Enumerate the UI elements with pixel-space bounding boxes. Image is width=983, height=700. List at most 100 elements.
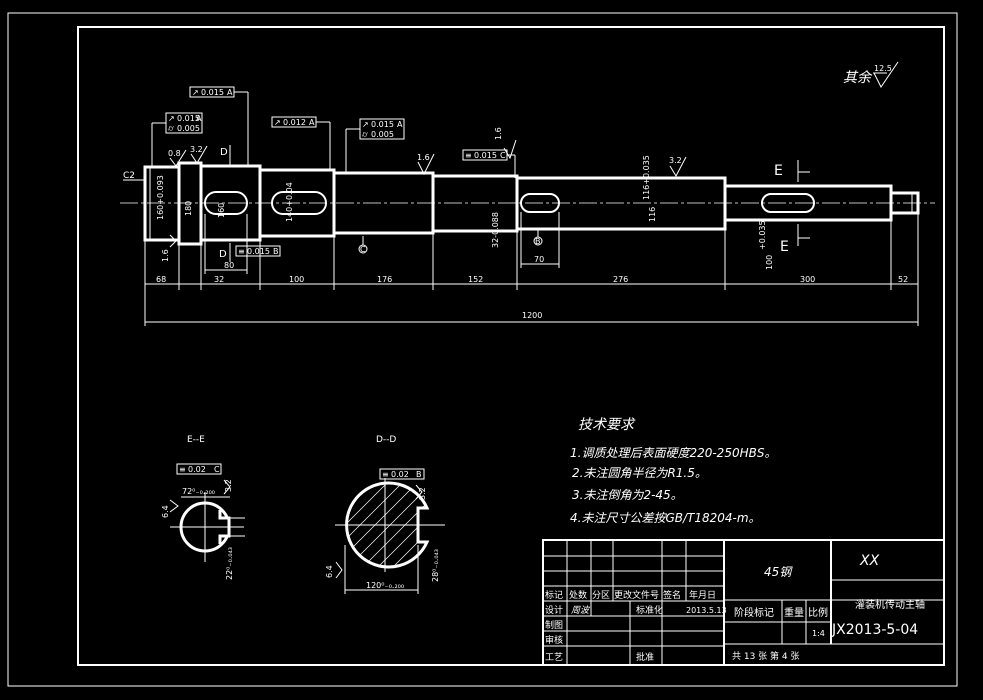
svg-text:300: 300 [800, 275, 815, 284]
svg-text:70: 70 [534, 255, 544, 264]
svg-text:32: 32 [214, 275, 224, 284]
section-d-bottom: D [219, 249, 227, 260]
svg-text:0.015: 0.015 [247, 247, 270, 256]
tb-scale-label: 比例 [808, 606, 828, 619]
svg-text:0.012: 0.012 [283, 118, 306, 127]
svg-text:A: A [309, 118, 315, 127]
tb-stage-label: 阶段标记 [734, 606, 774, 619]
tb-company: XX [859, 553, 880, 569]
svg-text:176: 176 [377, 275, 392, 284]
dd-title: D--D [376, 435, 396, 445]
svg-text:152: 152 [468, 275, 483, 284]
svg-text:80: 80 [224, 261, 234, 270]
tb-scale-value: 1:4 [812, 629, 825, 638]
ee-title: E--E [187, 435, 205, 445]
svg-text:0.015: 0.015 [201, 88, 224, 97]
svg-text:3.2: 3.2 [418, 487, 427, 500]
roughness-value: 12.5 [874, 64, 892, 73]
svg-text:52: 52 [898, 275, 908, 284]
svg-text:6.4: 6.4 [161, 505, 170, 518]
tb-weight-label: 重量 [784, 606, 804, 619]
tb-part-name: 灌装机传动主轴 [855, 598, 925, 611]
svg-text:68: 68 [156, 275, 166, 284]
tech-req-item-4: 4.未注尺寸公差按GB/T18204-m。 [570, 511, 761, 525]
svg-text:0.015: 0.015 [474, 151, 497, 160]
tech-req-item-1: 1.调质处理后表面硬度220-250HBS。 [570, 446, 776, 460]
section-e-top: E [774, 163, 783, 179]
section-d-top: D [220, 147, 228, 158]
title-block: 标记 处数 分区 更改文件号 签名 年月日 设计 周波 标准化 2013.5.1… [542, 539, 945, 666]
tb-drawing-no: JX2013-5-04 [831, 622, 918, 638]
shaft-main-view [120, 145, 935, 262]
svg-text:≡: ≡ [238, 247, 245, 256]
svg-text:1.6: 1.6 [494, 127, 503, 140]
svg-text:C: C [500, 151, 506, 160]
tech-req-title: 技术要求 [578, 417, 636, 433]
outer-border [7, 12, 958, 687]
tb-process-label: 工艺 [545, 652, 563, 663]
inner-border [77, 26, 945, 666]
lower-dimensions: 68 32 80 100 176 152 70 276 300 52 1200 [144, 212, 919, 326]
svg-text:B: B [273, 247, 279, 256]
svg-text:0.005: 0.005 [177, 124, 200, 133]
svg-text:32-0.088: 32-0.088 [491, 212, 500, 248]
svg-text:100: 100 [289, 275, 304, 284]
svg-text:100: 100 [765, 255, 774, 270]
svg-text:A: A [196, 114, 202, 123]
svg-text:A: A [397, 120, 403, 129]
chamfer-label: C2 [123, 171, 135, 181]
svg-text:3.2: 3.2 [190, 145, 203, 154]
tb-date: 2013.5.13 [686, 606, 727, 615]
tb-header-count: 处数 [569, 589, 587, 601]
svg-text:6.4: 6.4 [325, 565, 334, 578]
ee-width-dim: 72⁰₋₀.₂₀₀ [182, 487, 215, 496]
svg-text:276: 276 [613, 275, 628, 284]
svg-text:⌭: ⌭ [362, 130, 368, 139]
svg-text:140+0.04: 140+0.04 [285, 182, 294, 222]
datum-b: B [533, 228, 543, 246]
svg-text:C: C [214, 465, 220, 474]
svg-text:0.005: 0.005 [371, 130, 394, 139]
svg-text:≡: ≡ [465, 151, 472, 160]
svg-text:0.02: 0.02 [188, 465, 206, 474]
svg-text:0.02: 0.02 [391, 470, 409, 479]
svg-text:↗: ↗ [192, 88, 199, 97]
svg-text:↗: ↗ [274, 118, 281, 127]
ee-key-dim: 22⁰₋₀.₀₄₃ [225, 547, 234, 580]
svg-text:↗: ↗ [168, 114, 175, 123]
tolerance-frames: ↗ 0.015 A ↗ 0.015 A ⌭ 0.005 ↗ 0.012 A ↗ … [151, 86, 516, 480]
tb-sheet-text: 共 13 张 第 4 张 [732, 650, 799, 662]
tb-header-zone: 分区 [592, 590, 610, 601]
svg-text:1.6: 1.6 [161, 249, 170, 262]
svg-text:180: 180 [184, 201, 193, 216]
tb-header-sign: 签名 [663, 589, 681, 601]
svg-text:⌭: ⌭ [168, 124, 174, 133]
tb-header-date: 年月日 [689, 589, 716, 601]
svg-text:116: 116 [648, 207, 657, 222]
svg-text:+0.035: +0.035 [758, 220, 767, 250]
tb-design-label: 设计 [545, 604, 563, 616]
svg-text:0.015: 0.015 [371, 120, 394, 129]
tb-approve-label: 批准 [636, 651, 654, 663]
svg-text:B: B [535, 237, 541, 246]
svg-text:0.8: 0.8 [168, 149, 181, 158]
tech-req-item-2: 2.未注圆角半径为R1.5。 [572, 466, 707, 480]
dd-depth-dim: 120⁰₋₀.₂₀₀ [366, 581, 404, 590]
tb-draw-label: 制图 [545, 619, 563, 631]
tech-req-item-3: 3.未注倒角为2-45。 [572, 488, 683, 502]
section-e-bottom: E [780, 239, 789, 255]
svg-text:≡: ≡ [179, 465, 186, 474]
roughness-general: 其余 12.5 [843, 61, 899, 88]
tb-std-label: 标准化 [636, 604, 663, 616]
svg-text:↗: ↗ [362, 120, 369, 129]
svg-text:116+0.035: 116+0.035 [642, 155, 651, 200]
svg-text:160: 160 [217, 203, 226, 218]
svg-text:0.015: 0.015 [177, 114, 200, 123]
svg-text:A: A [227, 88, 233, 97]
total-length-dim: 1200 [522, 311, 542, 320]
technical-requirements: 技术要求 1.调质处理后表面硬度220-250HBS。 2.未注圆角半径为R1.… [570, 417, 776, 525]
section-ee-view: E--E 72⁰₋₀.₂₀₀ 22⁰₋₀.₀₄₃ [170, 435, 245, 580]
svg-text:1.6: 1.6 [417, 153, 430, 162]
svg-text:≡: ≡ [382, 470, 389, 479]
